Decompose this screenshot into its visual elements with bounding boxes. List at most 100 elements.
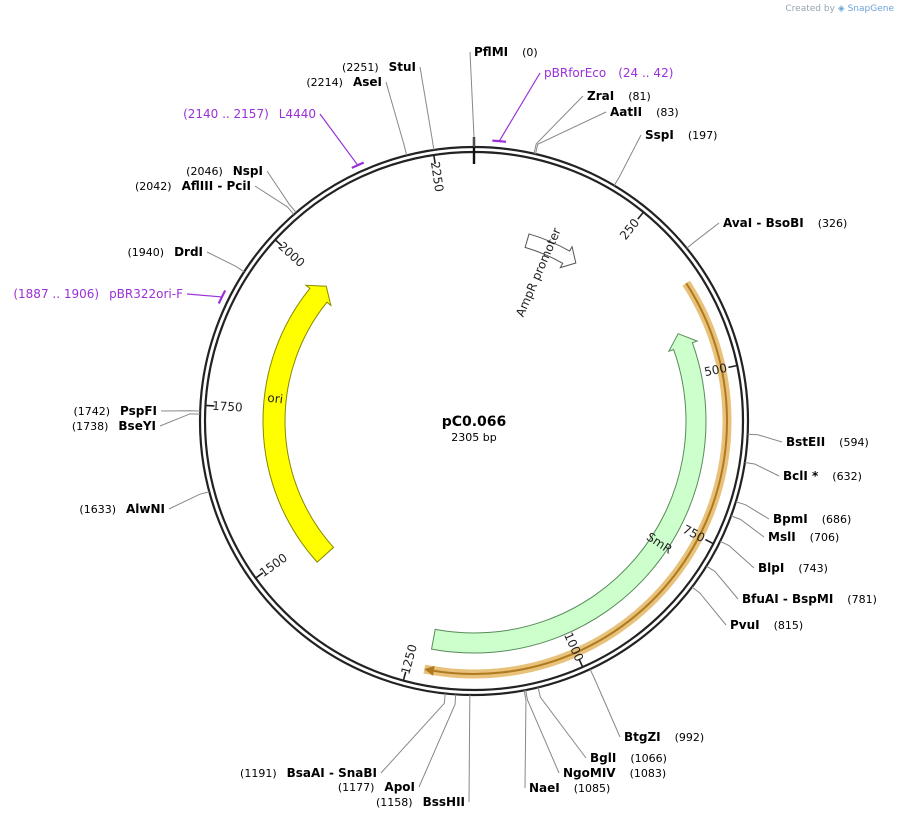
site-pflmi-name[interactable]: PflMI [474,45,508,59]
site-leader-line [380,693,446,774]
site-leader-line [533,95,584,154]
site-pspfi-position: (1742) [73,405,110,418]
site-stui-position: (2251) [342,61,379,74]
site-bcli-name[interactable]: BclI * [783,469,819,483]
tick-label: 1250 [398,643,420,676]
highlight-center-line [429,282,728,675]
site-leader-line [744,461,780,477]
site-leader-line [691,586,727,626]
primer-pbr322ori-f-leader [186,293,222,298]
primer-l4440-name[interactable]: L4440 [279,107,316,121]
site-bsshii-name[interactable]: BssHII [423,795,465,809]
site-zrai-position: (81) [628,90,651,103]
site-naei-name[interactable]: NaeI [529,781,560,795]
primer-pbrforeco-leader [498,72,541,142]
primer-pbrforeco-name[interactable]: pBRforEco [544,66,606,80]
site-bgli-name[interactable]: BglI [590,751,616,765]
site-btgzi-position: (992) [675,731,705,744]
site-avai-bsobi-name[interactable]: AvaI - BsoBI [723,216,804,230]
site-bsteii-name[interactable]: BstEII [786,435,825,449]
site-aatii-position: (83) [656,106,679,119]
primer-l4440-leader [319,113,359,166]
site-afliii-pcii-name[interactable]: AflIII - PciI [182,179,251,193]
site-leader-line [525,690,560,774]
site-leader-line [686,222,720,249]
primer-l4440-range: (2140 .. 2157) [183,107,269,121]
primer-pbrforeco-range: (24 .. 42) [618,66,673,80]
site-leader-line [254,185,295,215]
site-leader-line [266,170,297,213]
tick-label: 1500 [257,551,290,580]
tick-label: 2000 [275,239,307,270]
site-bcli-position: (632) [832,470,862,483]
site-pspfi-name[interactable]: PspFI [120,404,157,418]
site-aatii-name[interactable]: AatII [610,105,642,119]
site-ngomiv-name[interactable]: NgoMIV [563,766,616,780]
site-apoi-name[interactable]: ApoI [384,780,415,794]
feature-ori-arrow[interactable] [262,284,335,563]
site-leader-line [469,51,475,147]
plasmid-name: pC0.066 [442,414,507,430]
site-leader-line [468,694,471,803]
site-leader-line [523,690,527,789]
site-leader-line [537,687,587,759]
snapgene-logo-icon: ◈ [837,4,845,14]
highlight-layer [423,280,732,679]
site-bsaai-snabi-position: (1191) [240,767,277,780]
site-btgzi-name[interactable]: BtgZI [624,730,661,744]
site-leader-line [589,668,621,738]
site-leader-line [206,251,245,273]
site-asei-name[interactable]: AseI [353,75,382,89]
site-nspi-name[interactable]: NspI [233,164,263,178]
snapgene-watermark: Created by ◈ SnapGene [785,4,894,14]
site-bseyi-name[interactable]: BseYI [118,419,156,433]
site-msli-name[interactable]: MslI [768,530,796,544]
site-leader-line [418,694,457,788]
site-drdi-name[interactable]: DrdI [174,245,203,259]
feature-ori-label: ori [267,391,284,407]
site-bsaai-snabi-name[interactable]: BsaAI - SnaBI [287,766,377,780]
site-stui-name[interactable]: StuI [389,60,416,74]
highlight-arrowhead [424,665,435,676]
site-asei-position: (2214) [306,76,343,89]
site-bpmi-name[interactable]: BpmI [773,512,808,526]
tick-label: 2250 [428,161,446,193]
feature-ampr-promoter-arrow[interactable] [524,233,577,269]
primer-marks: pBRforEco (24 .. 42) L4440 (2140 .. 2157) pB… [13,66,673,304]
primer-pbrforeco-mark[interactable] [492,139,507,143]
site-drdi-position: (1940) [127,246,164,259]
site-leader-line [747,433,783,443]
tick-mark [274,239,283,247]
tick-mark [728,364,738,369]
site-zrai-name[interactable]: ZraI [587,89,614,103]
watermark-brand: SnapGene [847,4,894,14]
site-alwni-position: (1633) [79,503,116,516]
primer-pbr322ori-f-name[interactable]: pBR322ori-F [109,287,183,301]
site-bfuai-bspmi-name[interactable]: BfuAI - BspMI [742,592,833,606]
site-alwni-name[interactable]: AlwNI [126,502,165,516]
primer-pbr322ori-f-range: (1887 .. 1906) [13,287,99,301]
site-afliii-pcii-position: (2042) [135,180,172,193]
tick-mark [637,211,645,220]
primer-pbr322ori-f-mark[interactable] [217,289,227,304]
tick-label: 250 [617,216,642,243]
site-blpi-name[interactable]: BlpI [758,561,784,575]
site-bsteii-position: (594) [839,436,869,449]
site-leader-line [168,491,210,510]
site-msli-position: (706) [810,531,840,544]
site-pvui-position: (815) [774,619,804,632]
site-ngomiv-position: (1083) [630,767,667,780]
site-bsshii-position: (1158) [376,796,413,809]
tick-mark [705,538,714,545]
site-sspi-name[interactable]: SspI [645,128,674,142]
site-naei-position: (1085) [574,782,611,795]
tick-mark [402,671,407,681]
site-bpmi-position: (686) [822,513,852,526]
restriction-sites: PflMI(0)ZraI(81)AatII(83)SspI(197)AvaI -… [72,45,877,809]
site-pvui-name[interactable]: PvuI [730,618,760,632]
site-leader-line [706,565,739,600]
primer-l4440-mark[interactable] [351,161,365,169]
site-sspi-position: (197) [688,129,718,142]
feature-smr-arrow[interactable] [430,333,707,654]
